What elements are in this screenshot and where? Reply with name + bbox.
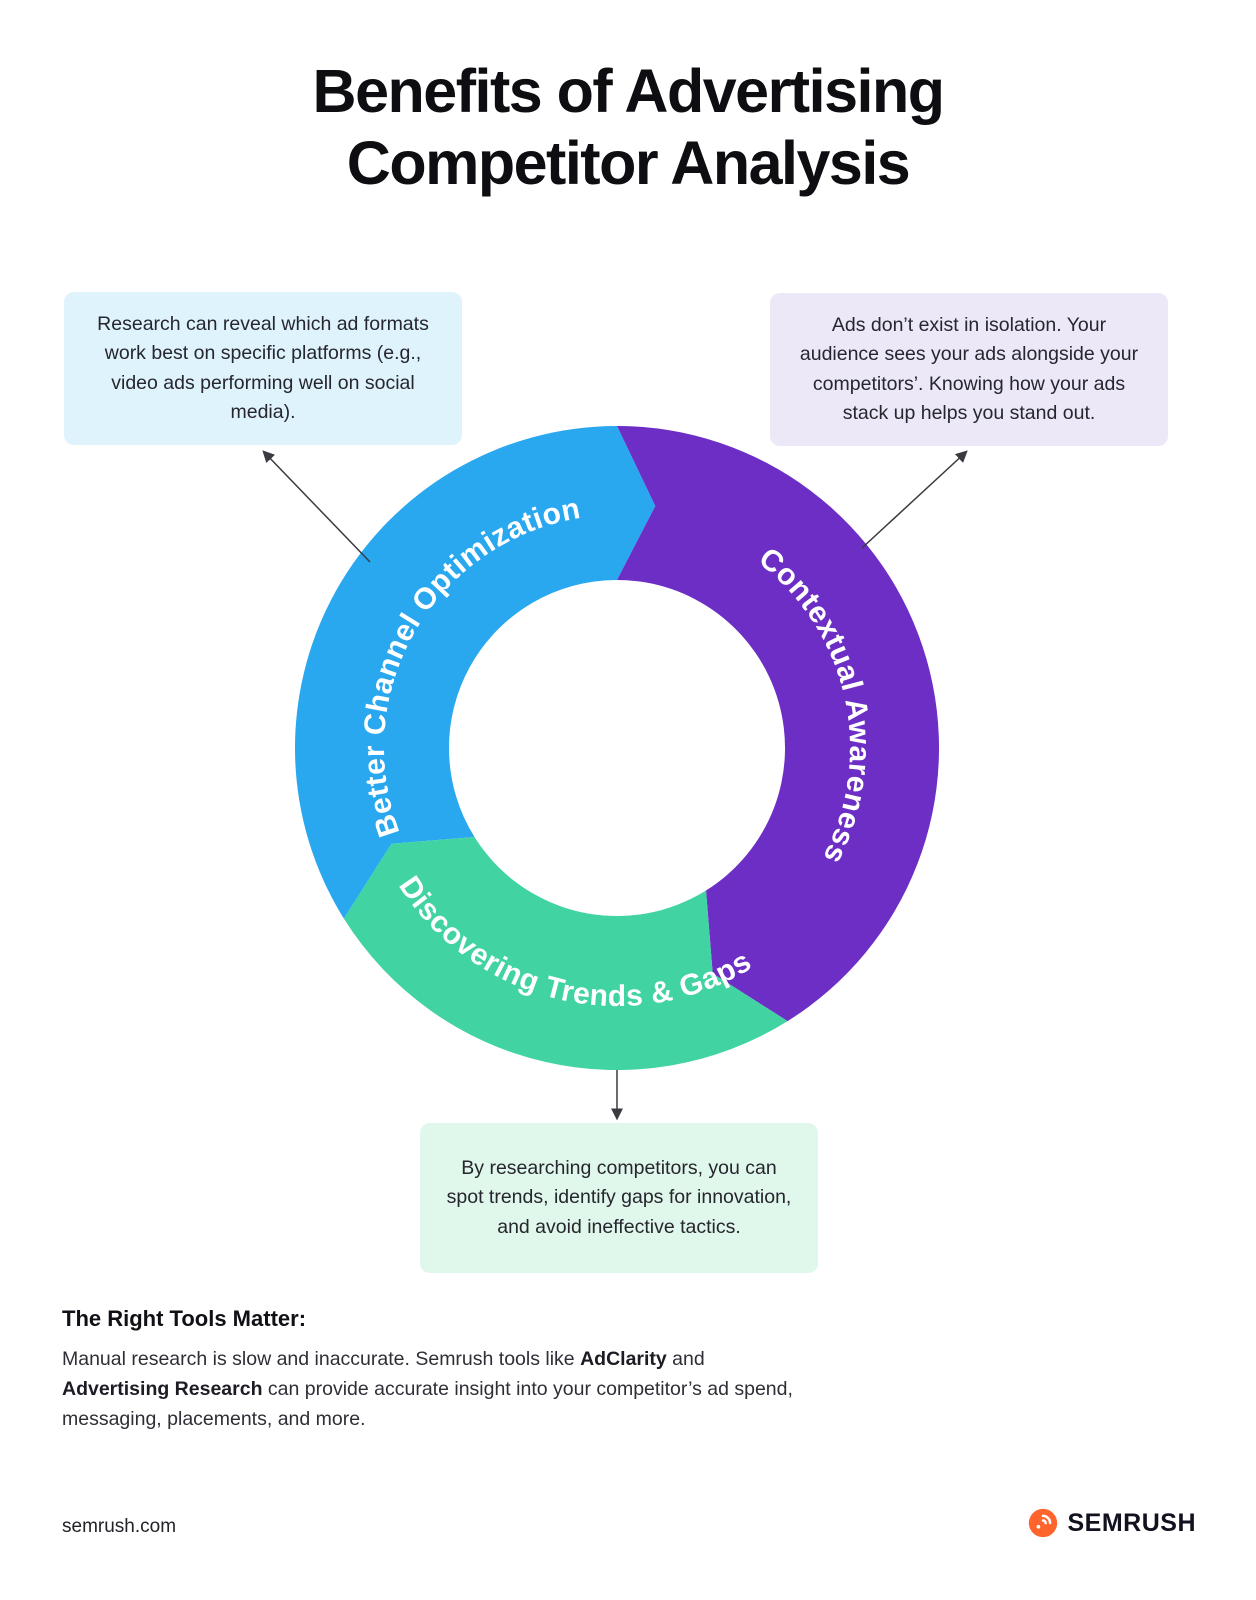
tools-adclarity-label: AdClarity [580,1348,667,1370]
semrush-wordmark: SEMRUSH [1067,1508,1196,1537]
tools-description: Manual research is slow and inaccurate. … [62,1344,802,1435]
page-title: Benefits of Advertising Competitor Analy… [0,56,1256,200]
callout-trends-gaps: By researching competitors, you can spot… [420,1123,818,1273]
tools-description-part: can provide accurate insight into your c… [62,1378,793,1431]
segment-discovering-trends-gaps [343,837,788,1071]
callout-trends-gaps-text: By researching competitors, you can spot… [446,1157,792,1238]
semrush-logo: SEMRUSH [1028,1508,1196,1538]
tools-description-part: and [666,1348,705,1370]
segment-contextual-awareness [617,426,940,1022]
tools-description-part: Manual research is slow and inaccurate. … [62,1348,581,1370]
callout-channel-optimization: Research can reveal which ad formats wor… [64,292,462,445]
semrush-logo-icon [1029,1508,1058,1538]
tools-advertising-research-label: Advertising Research [62,1378,263,1401]
segment-better-channel-optimization [294,426,656,919]
page-title-line1: Benefits of Advertising [312,57,945,125]
tools-heading: The Right Tools Matter: [62,1306,307,1331]
footer-site-url: semrush.com [62,1516,177,1537]
callout-contextual-awareness: Ads don’t exist in isolation. Your audie… [770,293,1168,446]
cycle-diagram: Better Channel Optimization Contextual A… [294,426,940,1071]
callout-contextual-awareness-text: Ads don’t exist in isolation. Your audie… [799,314,1139,424]
page-title-line2: Competitor Analysis [346,128,911,197]
callout-channel-optimization-text: Research can reveal which ad formats wor… [97,313,429,423]
